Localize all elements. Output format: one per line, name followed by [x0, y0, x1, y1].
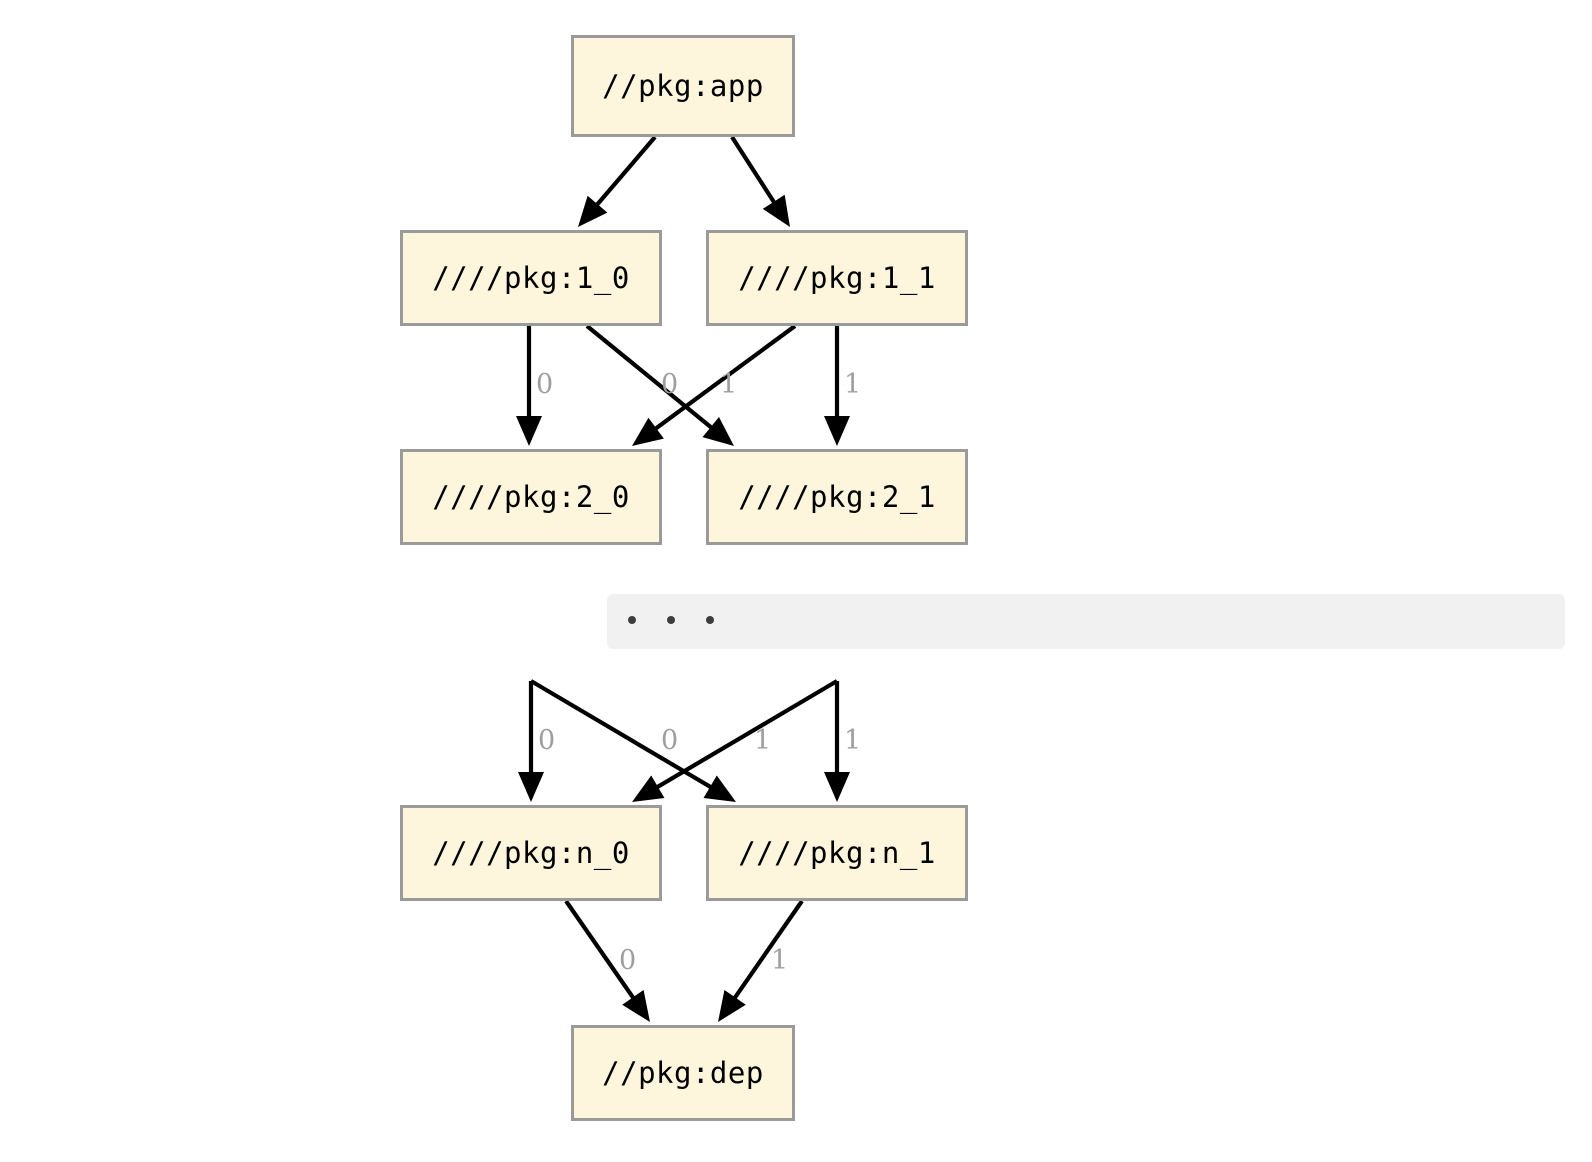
- ellipsis-dot: [628, 616, 636, 624]
- graph-edge-nn_1-to-dep[interactable]: [718, 899, 804, 1022]
- graph-edge-label: 0: [619, 945, 637, 976]
- graph-node-n2_0[interactable]: ////pkg:2_0: [400, 449, 662, 545]
- graph-edge-app-to-n1_0[interactable]: [578, 135, 657, 227]
- graph-edge-label: 1: [844, 725, 862, 756]
- graph-node-label: //pkg:dep: [602, 1055, 764, 1090]
- arrowhead-icon: [516, 416, 542, 446]
- graph-edge-label: 0: [536, 369, 554, 400]
- arrowhead-icon: [518, 772, 544, 802]
- graph-node-label: ////pkg:2_1: [738, 479, 936, 514]
- arrowhead-icon: [632, 417, 664, 446]
- graph-edge-app-to-n1_1[interactable]: [730, 135, 790, 227]
- graph-edge-label: 0: [538, 725, 556, 756]
- truncated-rows-indicator: [607, 594, 1565, 649]
- graph-node-nn_0[interactable]: ////pkg:n_0: [400, 805, 662, 901]
- arrowhead-icon: [702, 416, 734, 446]
- arrowhead-icon: [824, 416, 850, 446]
- graph-node-label: ////pkg:n_1: [738, 835, 936, 870]
- graph-edge-src-to-nn_0[interactable]: [518, 681, 544, 802]
- ellipsis-dots: [628, 616, 714, 624]
- graph-edge-nn_0-to-dep[interactable]: [564, 899, 650, 1022]
- graph-node-dep[interactable]: //pkg:dep: [571, 1025, 795, 1121]
- arrowhead-icon: [824, 772, 850, 802]
- graph-node-label: ////pkg:1_1: [738, 260, 936, 295]
- arrowhead-icon: [762, 194, 790, 227]
- graph-edge-n1_1-to-n2_0[interactable]: [632, 324, 797, 446]
- graph-node-n2_1[interactable]: ////pkg:2_1: [706, 449, 968, 545]
- graph-edge-label: 0: [661, 725, 679, 756]
- graph-edge-label: 1: [844, 369, 862, 400]
- arrowhead-icon: [703, 775, 736, 802]
- graph-node-label: ////pkg:n_0: [432, 835, 630, 870]
- graph-edge-n1_0-to-n2_1[interactable]: [585, 324, 734, 446]
- graph-edge-src-to-nn_0[interactable]: [632, 679, 839, 802]
- graph-node-n1_1[interactable]: ////pkg:1_1: [706, 230, 968, 326]
- graph-edge-label: 1: [754, 725, 772, 756]
- graph-edge-label: 0: [661, 369, 679, 400]
- graph-edge-src-to-nn_1[interactable]: [824, 681, 850, 802]
- graph-node-label: //pkg:app: [602, 68, 764, 103]
- graph-edge-n1_1-to-n2_1[interactable]: [824, 326, 850, 446]
- graph-edge-n1_0-to-n2_0[interactable]: [516, 326, 542, 446]
- arrowhead-icon: [578, 195, 608, 227]
- graph-node-nn_1[interactable]: ////pkg:n_1: [706, 805, 968, 901]
- graph-edge-label: 1: [771, 945, 789, 976]
- graph-edge-label: 1: [720, 369, 738, 400]
- arrowhead-icon: [632, 775, 665, 802]
- ellipsis-dot: [706, 616, 714, 624]
- ellipsis-dot: [667, 616, 675, 624]
- arrowhead-icon: [622, 989, 650, 1022]
- arrowhead-icon: [718, 989, 746, 1022]
- graph-node-app[interactable]: //pkg:app: [571, 35, 795, 137]
- graph-node-label: ////pkg:1_0: [432, 260, 630, 295]
- graph-node-n1_0[interactable]: ////pkg:1_0: [400, 230, 662, 326]
- graph-edge-src-to-nn_1[interactable]: [529, 679, 736, 802]
- graph-node-label: ////pkg:2_0: [432, 479, 630, 514]
